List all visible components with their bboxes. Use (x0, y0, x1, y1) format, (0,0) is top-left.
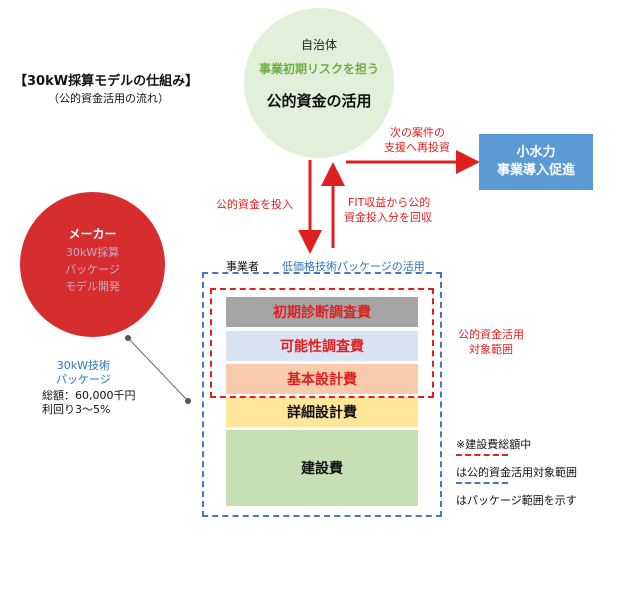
maker-circle: メーカー 30kW採算 パッケージ モデル開発 (20, 192, 165, 337)
bar-construction: 建設費 (226, 430, 418, 506)
package-connector-line (127, 337, 189, 402)
note-heading: ※建設費総額中 (456, 438, 532, 451)
scope-label-line-2: 対象範囲 (469, 343, 513, 356)
municipality-label: 自治体 (300, 38, 337, 52)
scope-label-line-1: 公的資金活用 (458, 328, 524, 341)
package-label-line-1: 30kW技術 (56, 359, 111, 372)
legend-red-dash (456, 454, 508, 456)
invest-text: 公的資金を投入 (216, 198, 293, 211)
scope-label: 公的資金活用 対象範囲 (458, 327, 524, 357)
recover-text-1: FIT収益から公的 (348, 196, 431, 209)
maker-sub: 30kW採算 パッケージ モデル開発 (20, 244, 165, 295)
package-scope-frame (202, 272, 442, 517)
diagram-title: 【30kW採算モデルの仕組み】 (14, 74, 199, 89)
maker-sub-line-1: 30kW採算 (65, 246, 120, 259)
bar-basic-design: 基本設計費 (226, 364, 418, 394)
operator-label: 事業者 (226, 260, 259, 273)
municipality-role: 事業初期リスクを担う (258, 62, 379, 76)
municipality-circle: 自治体 事業初期リスクを担う 公的資金の活用 (244, 8, 394, 158)
bar-feasibility-study: 可能性調査費 (226, 331, 418, 361)
reinvest-text-2: 支援へ再投資 (384, 141, 450, 154)
maker-sub-line-2: パッケージ (65, 263, 120, 276)
package-connector-dot-top (125, 335, 131, 341)
hydro-line-2: 事業導入促進 (496, 163, 575, 178)
bar-detailed-design: 詳細設計費 (226, 397, 418, 427)
hydro-line-1: 小水力 (516, 145, 556, 160)
municipality-main: 公的資金の活用 (266, 92, 372, 110)
package-label-line-2: パッケージ (56, 373, 111, 386)
package-total: 総額：60,000千円 (42, 389, 136, 402)
diagram-subtitle: （公的資金活用の流れ） (48, 92, 169, 105)
maker-sub-line-3: モデル開発 (65, 280, 120, 293)
legend-blue-dash (456, 482, 508, 484)
note-red-legend: は公的資金活用対象範囲 (456, 466, 577, 479)
package-label: 30kW技術 パッケージ (56, 359, 111, 387)
note-blue-legend: はパッケージ範囲を示す (456, 494, 577, 507)
recover-text-2: 資金投入分を回収 (344, 211, 432, 224)
maker-label: メーカー (68, 227, 117, 241)
public-fund-scope-frame (210, 288, 434, 398)
bar-initial-diagnosis: 初期診断調査費 (226, 297, 418, 327)
package-use-label: 低価格技術パッケージの活用 (282, 260, 425, 273)
hydro-promotion-box: 小水力 事業導入促進 (479, 134, 593, 190)
package-yield: 利回り3～5% (42, 403, 111, 416)
reinvest-text-1: 次の案件の (390, 126, 445, 139)
package-connector-dot-bottom (185, 398, 191, 404)
